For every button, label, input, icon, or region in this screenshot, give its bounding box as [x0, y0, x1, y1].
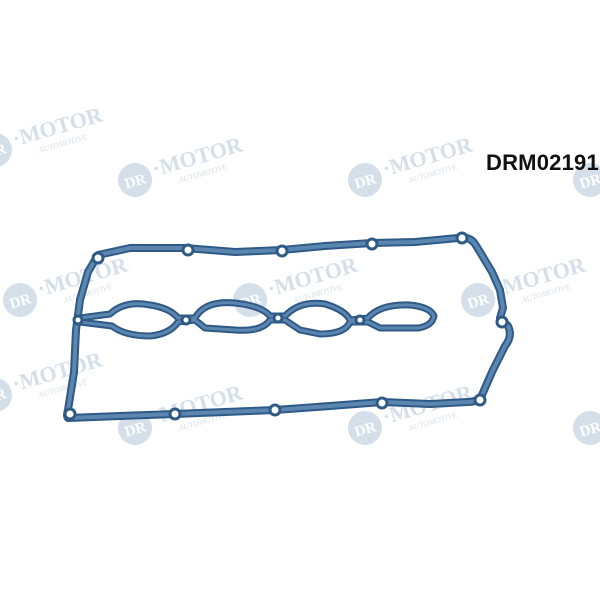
gasket — [63, 231, 514, 422]
part-number: DRM02191 — [486, 150, 599, 175]
